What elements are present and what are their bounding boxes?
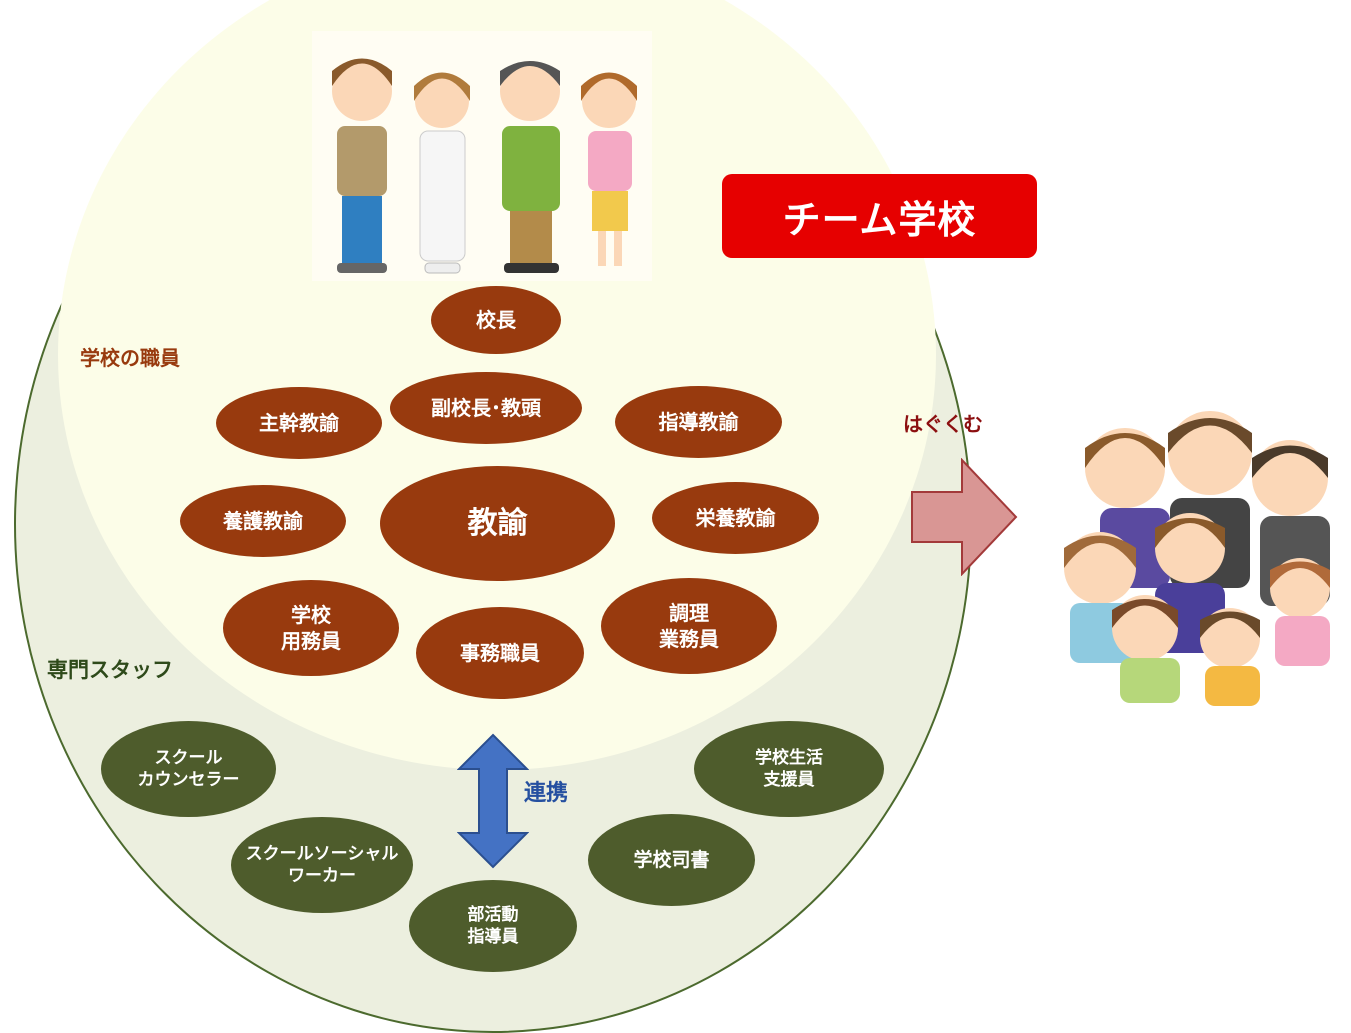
staff-principal: 校長 bbox=[431, 286, 561, 354]
school-staff-label: 学校の職員 bbox=[80, 346, 180, 370]
team-school-title: チーム学校 bbox=[722, 174, 1037, 258]
spec-school-counselor: スクール カウンセラー bbox=[101, 721, 276, 817]
cooperation-label: 連携 bbox=[524, 781, 569, 806]
nurture-arrow bbox=[910, 457, 1020, 577]
staff-chief-teacher: 主幹教諭 bbox=[216, 387, 382, 459]
staff-teacher: 教諭 bbox=[380, 466, 615, 581]
staff-nutrition-teacher: 栄養教諭 bbox=[652, 482, 819, 554]
nurture-label: はぐくむ bbox=[903, 412, 983, 436]
staff-nursing-teacher: 養護教諭 bbox=[180, 485, 346, 557]
staff-instructing-teacher: 指導教諭 bbox=[615, 386, 782, 458]
specialist-staff-label: 専門スタッフ bbox=[47, 658, 173, 682]
staff-vice-principal: 副校長･教頭 bbox=[390, 372, 582, 444]
spec-club-instructor: 部活動 指導員 bbox=[409, 880, 577, 972]
staff-office-staff: 事務職員 bbox=[416, 607, 584, 699]
spec-school-librarian: 学校司書 bbox=[588, 814, 755, 906]
staff-cooking-staff: 調理 業務員 bbox=[601, 578, 777, 674]
spec-school-life-supporter: 学校生活 支援員 bbox=[694, 721, 884, 817]
cooperation-arrow bbox=[456, 733, 530, 869]
spec-school-social-worker: スクールソーシャル ワーカー bbox=[231, 817, 413, 913]
children-illustration bbox=[1030, 398, 1348, 710]
teachers-illustration bbox=[312, 31, 652, 281]
staff-school-janitor: 学校 用務員 bbox=[223, 580, 399, 676]
